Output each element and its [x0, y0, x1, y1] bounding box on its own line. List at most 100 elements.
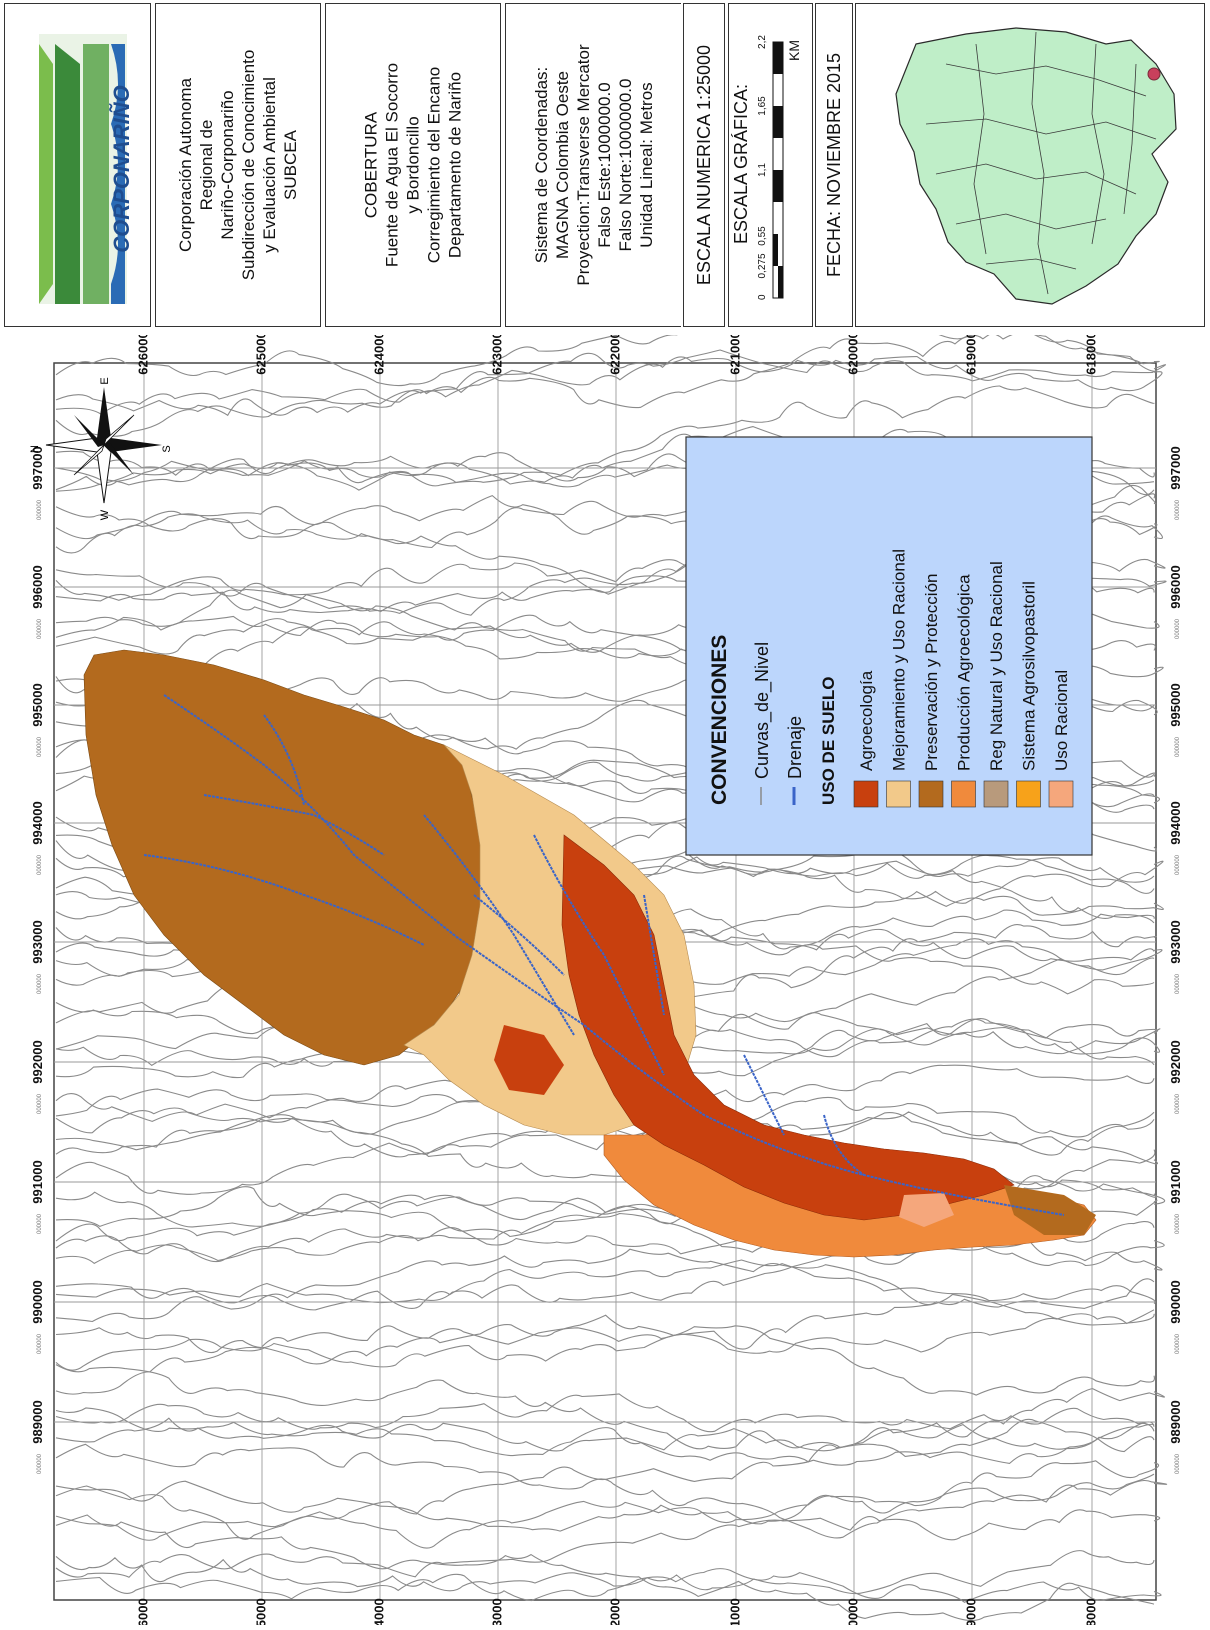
contour-line [55, 1417, 1155, 1453]
institution-text: Corporación Autonoma Regional de Nariño-… [175, 50, 301, 281]
legend-swatch [951, 780, 976, 808]
map-legend: CONVENCIONES Curvas_de_Nivel Drenaje USO… [685, 436, 1093, 856]
cobertura-line: Departamento de Nariño [445, 71, 465, 259]
easting-tick-label: 990000 [1168, 1280, 1183, 1323]
scale-tick-0: 0 [757, 294, 768, 300]
northing-tick-label: 621000 [727, 1598, 742, 1625]
contour-line [55, 1443, 1168, 1539]
easting-tick-label: 991000 [1168, 1160, 1183, 1203]
easting-minor-label: 000000 [37, 499, 43, 520]
contour-line [55, 1259, 1156, 1311]
contour-line [55, 1387, 1165, 1463]
easting-minor-label: 000000 [1175, 1213, 1181, 1234]
easting-tick-label: 995000 [30, 683, 45, 726]
contour-line [55, 1309, 1155, 1368]
easting-minor-label: 000000 [1175, 1453, 1181, 1474]
easting-minor-label: 000000 [37, 1453, 43, 1474]
cobertura-text: COBERTURA Fuente de Agua El Socorro y Bo… [361, 63, 466, 267]
scale-tick-11: 1,1 [757, 163, 768, 177]
northing-tick-label: 623000 [489, 1598, 504, 1625]
contour-line [55, 1237, 1165, 1304]
landuse-agroecologia-patch [494, 1025, 564, 1095]
easting-tick-label: 994000 [30, 801, 45, 844]
compass-n: N [29, 445, 41, 453]
legend-drainage-label: Drenaje [785, 716, 805, 779]
coordinate-line: Unidad Lineal: Metros [636, 82, 656, 248]
northing-tick-label: 624000 [371, 335, 386, 375]
legend-item-label: Mejoramiento y Uso Racional [890, 549, 909, 771]
scale-tick-0275: 0,275 [757, 253, 768, 278]
date-box: FECHA: NOVIEMBRE 2015 [815, 3, 853, 327]
easting-tick-label: 997000 [1168, 446, 1183, 489]
contour-line [55, 1248, 1155, 1323]
easting-minor-label: 000000 [37, 1213, 43, 1234]
legend-item-label: Preservación y Protección [922, 574, 941, 771]
northing-tick-label: 619000 [963, 1598, 978, 1625]
cobertura-line: Corregimiento del Encano [424, 66, 444, 264]
coordinate-line: Proyection:Transverse Mercator [573, 44, 593, 286]
easting-minor-label: 000000 [1175, 618, 1181, 639]
land-use-map: 9890000000009890000000009900000000009900… [4, 313, 1206, 1630]
scale-title: ESCALA GRÁFICA: [731, 84, 751, 244]
contour-line [55, 1473, 1155, 1549]
easting-tick-label: 991000 [30, 1160, 45, 1203]
northing-tick-label: 619000 [963, 335, 978, 375]
numeric-scale-box: ESCALA NUMERICA 1:25000 [683, 3, 725, 327]
easting-tick-label: 995000 [1168, 683, 1183, 726]
legend-swatch [853, 780, 879, 808]
location-inset-box [855, 3, 1205, 327]
legend-item-label: Producción Agroecológica [955, 574, 974, 771]
drainage-network [143, 694, 1065, 1216]
cobertura-line: Fuente de Agua El Socorro [382, 62, 402, 268]
easting-minor-label: 000000 [1175, 854, 1181, 875]
northing-tick-label: 625000 [253, 1598, 268, 1625]
coordinate-line: Falso Este:1000000.0 [594, 82, 614, 248]
easting-tick-label: 993000 [1168, 920, 1183, 963]
easting-tick-label: 996000 [30, 565, 45, 608]
legend-swatch [1016, 780, 1041, 808]
cobertura-box: COBERTURA Fuente de Agua El Socorro y Bo… [325, 3, 501, 327]
easting-tick-label: 989000 [30, 1400, 45, 1443]
logo-text: CORPONARIÑO [109, 85, 134, 252]
title-strip: CORPONARIÑO Corporación Autonoma Regiona… [0, 0, 1210, 332]
landuse-preservacion-tail [1004, 1185, 1096, 1235]
easting-minor-label: 000000 [1175, 973, 1181, 994]
landuse-agroecologia [561, 834, 1015, 1221]
easting-tick-label: 990000 [30, 1280, 45, 1323]
institution-line: SUBCEA [281, 130, 300, 200]
legend-swatch [918, 780, 944, 808]
easting-minor-label: 000000 [1175, 499, 1181, 520]
north-arrow: N S E W [29, 377, 173, 520]
compass-s: S [161, 445, 173, 452]
institution-line: Nariño-Corponariño [218, 90, 237, 240]
contour-line [55, 1514, 1155, 1622]
northing-tick-label: 622000 [607, 335, 622, 375]
easting-tick-label: 997000 [30, 446, 45, 489]
landuse-uso-racional-patch [899, 1193, 954, 1227]
northing-tick-label: 620000 [845, 1598, 860, 1625]
northing-tick-label: 621000 [727, 335, 742, 375]
institution-line: Subdirección de Conocimiento [239, 49, 258, 281]
easting-tick-label: 994000 [1168, 801, 1183, 844]
legend-item-label: Reg Natural y Uso Racional [987, 561, 1006, 771]
easting-minor-label: 000000 [1175, 736, 1181, 757]
department-outline [895, 27, 1177, 305]
legend-landuse-title: USO DE SUELO [819, 677, 838, 805]
location-inset-map [895, 27, 1177, 305]
y-axis-labels: 6180006180006190006190006200006200006210… [135, 331, 1098, 1630]
x-axis-labels: 9890000000009890000000009900000000009900… [30, 446, 1183, 1474]
coordinate-system-text: Sistema de Coordenadas: MAGNA Colombia O… [531, 44, 657, 285]
contour-line [55, 1293, 1155, 1371]
legend-contours-label: Curvas_de_Nivel [752, 642, 773, 779]
scale-tick-055: 0,55 [757, 226, 768, 246]
scale-bar: ESCALA GRÁFICA: 0 0,275 0,55 1,1 1,65 2,… [731, 35, 802, 300]
northing-tick-label: 625000 [253, 335, 268, 375]
compass-w: W [99, 509, 111, 520]
coordinate-system-box: Sistema de Coordenadas: MAGNA Colombia O… [505, 3, 681, 327]
easting-minor-label: 000000 [1175, 1333, 1181, 1354]
easting-minor-label: 000000 [37, 973, 43, 994]
scale-tick-22: 2,2 [757, 35, 768, 49]
contour-line [55, 1325, 1155, 1396]
easting-minor-label: 000000 [37, 1333, 43, 1354]
